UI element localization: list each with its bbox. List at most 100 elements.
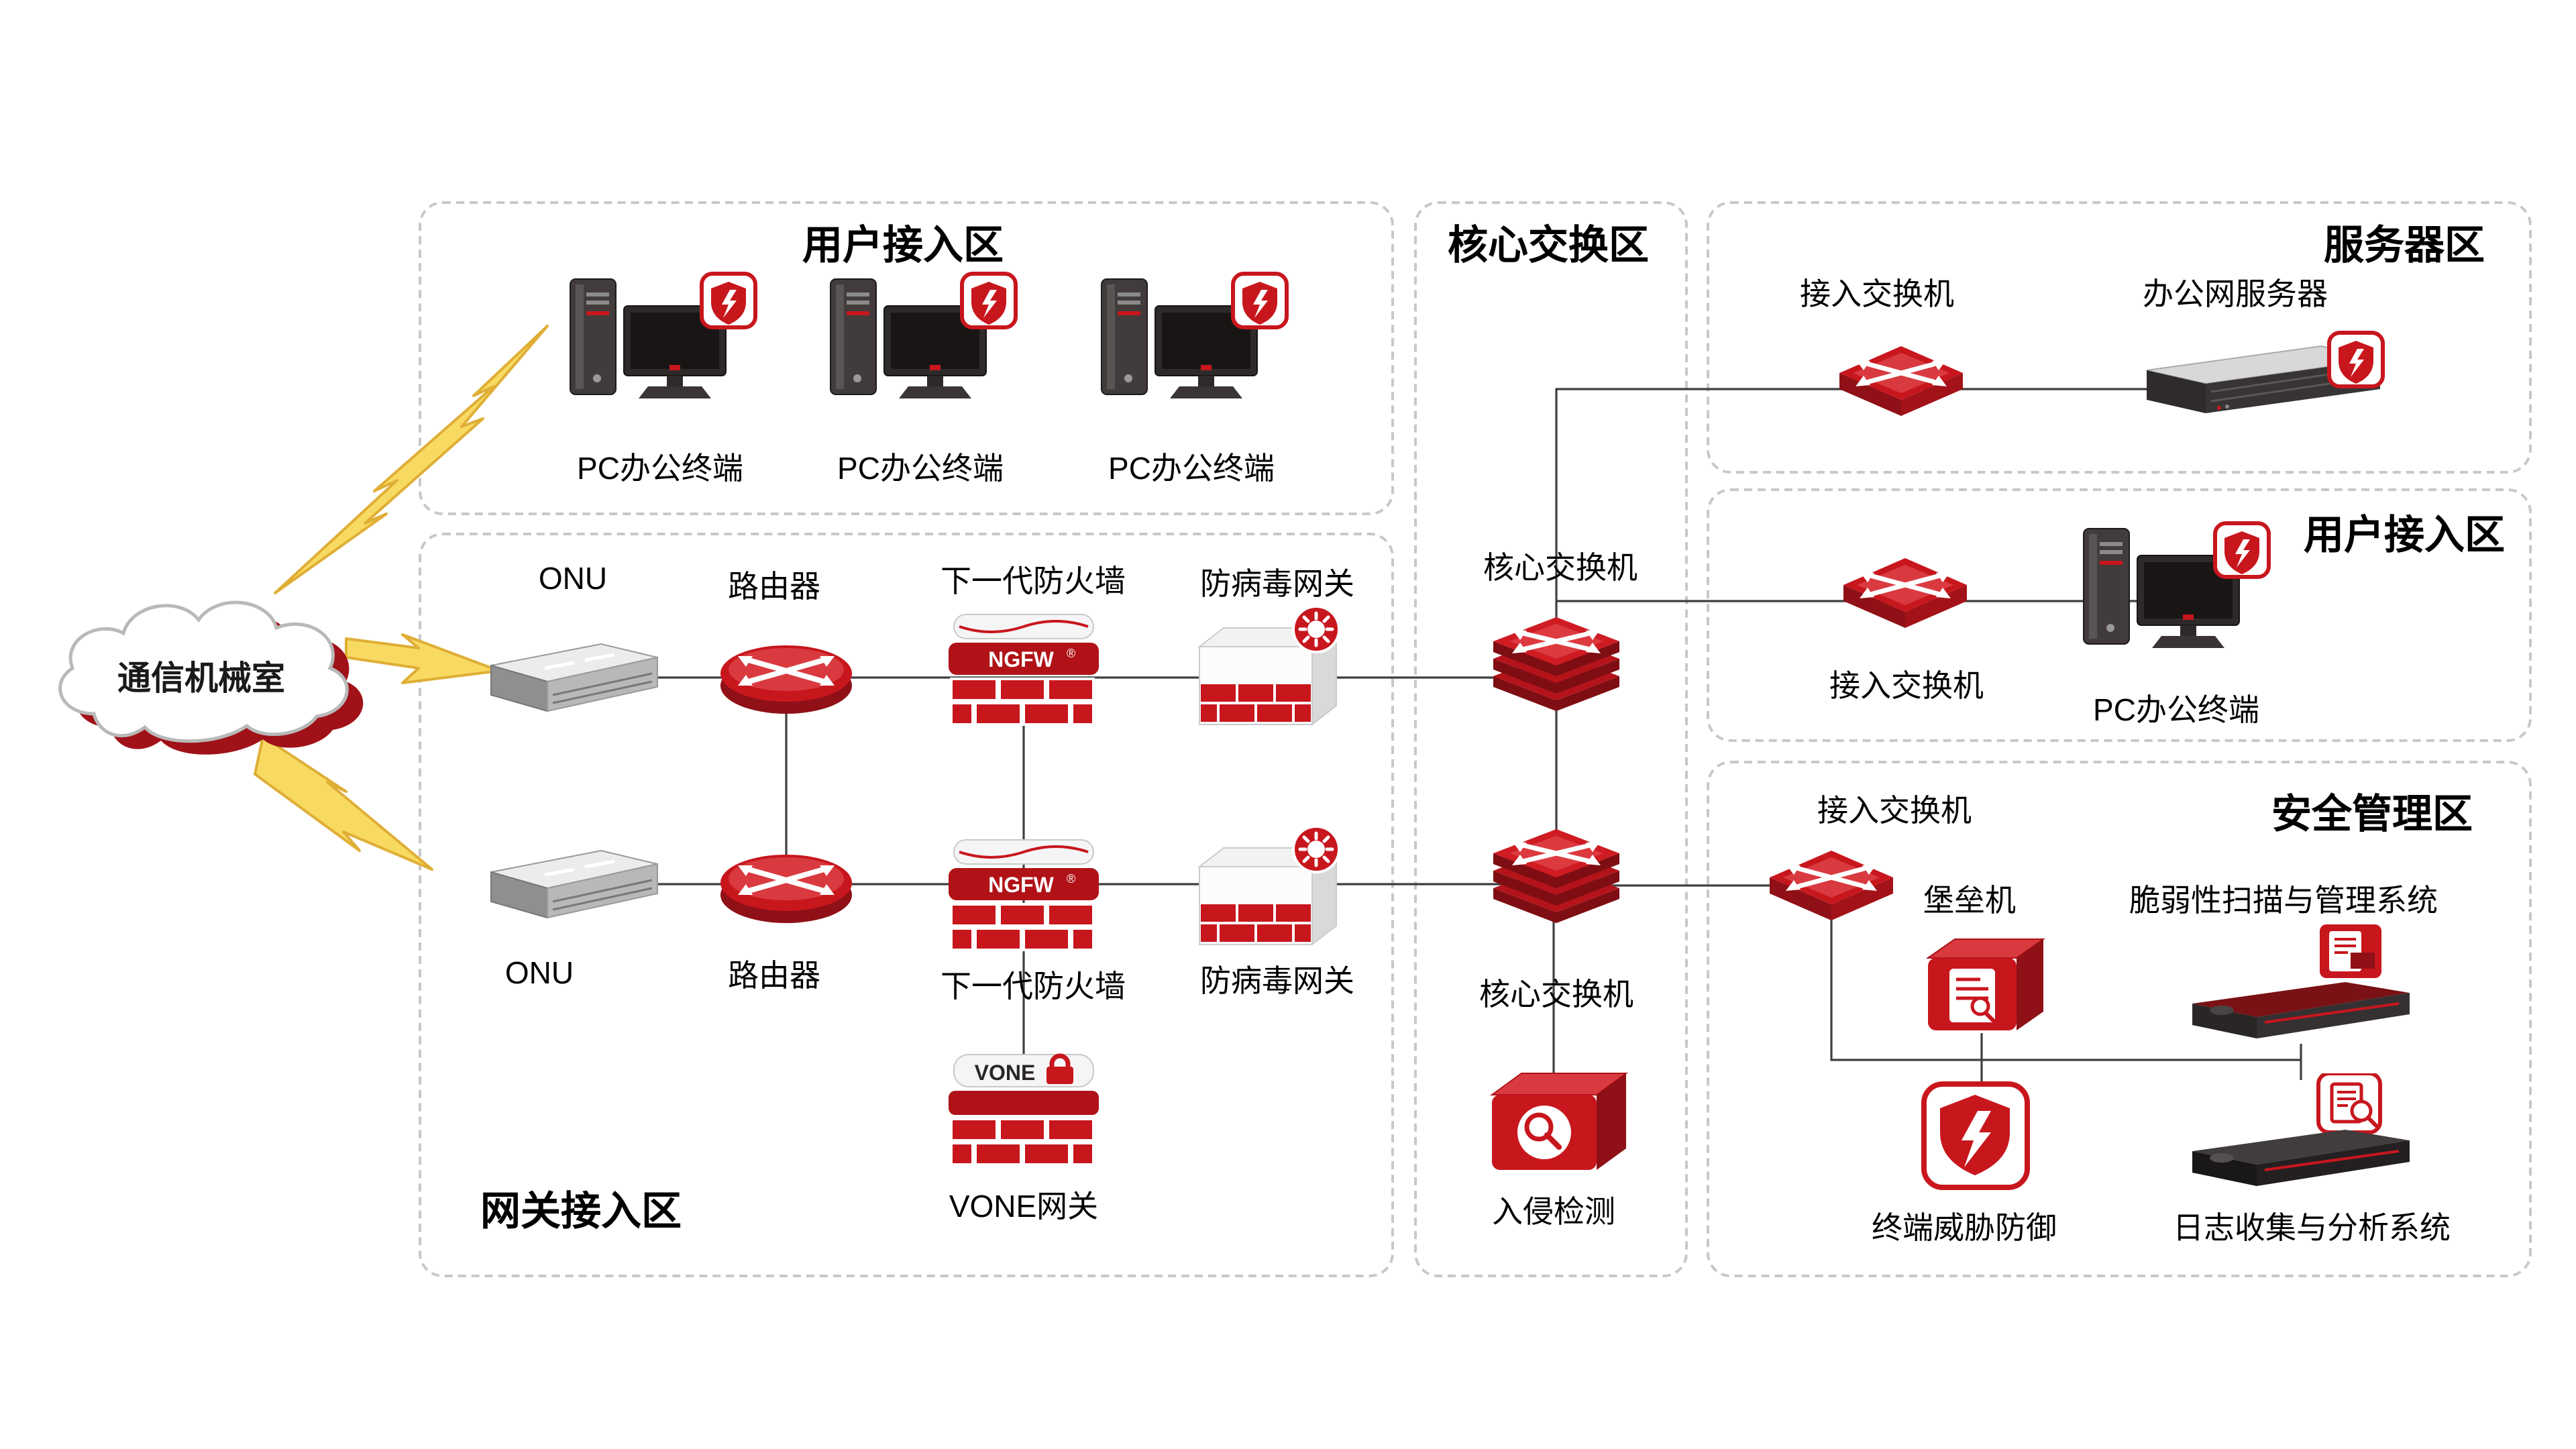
core-switch-icon <box>1493 617 1619 711</box>
user-zone-access-switch <box>1835 545 1976 649</box>
ngfw2-label: 下一代防火墙 <box>941 969 1126 1004</box>
title-security-mgmt: 安全管理区 <box>2271 793 2473 837</box>
cloud-label: 通信机械室 <box>117 659 285 697</box>
ngfw1-label: 下一代防火墙 <box>941 564 1126 598</box>
shield-icon <box>960 272 1018 329</box>
antivirus-gateway-2 <box>1186 821 1347 953</box>
office-network-server <box>2133 330 2388 437</box>
onu-device-2 <box>483 843 664 926</box>
user-zone-pc-label: PC办公终端 <box>2093 692 2259 727</box>
pc-terminal-1 <box>559 271 761 429</box>
onu2-label: ONU <box>504 955 574 990</box>
log-analysis-system <box>2184 1073 2419 1194</box>
log-magnifier-badge <box>2316 1073 2382 1134</box>
lightning-bolt-bottom <box>254 735 433 871</box>
shield-icon <box>700 272 757 329</box>
document-icon <box>1949 969 1996 1023</box>
pc-icon <box>570 272 757 398</box>
endpoint-defense-label: 终端威胁防御 <box>1872 1210 2057 1245</box>
pc-icon <box>2083 521 2271 648</box>
antivirus-gateway-icon <box>1197 825 1340 947</box>
zone-user-access-right <box>1707 488 2532 742</box>
vulnerability-scanner <box>2184 920 2419 1048</box>
server-icon <box>2146 331 2385 413</box>
ngfw-device-2: NGFW ® <box>943 832 1104 955</box>
ngfw-icon: NGFW ® <box>949 839 1099 951</box>
onu-icon <box>490 849 658 919</box>
router-device-2 <box>716 840 857 926</box>
ids-label: 入侵检测 <box>1492 1194 1615 1229</box>
onu1-label: ONU <box>538 561 608 596</box>
pc-terminal-3 <box>1091 271 1292 429</box>
pc3-label: PC办公终端 <box>1108 451 1275 486</box>
vone-device-text: VONE <box>975 1061 1036 1085</box>
pc1-label: PC办公终端 <box>577 451 743 486</box>
security-zone-access-switch <box>1762 837 1902 942</box>
ngfw-device-1: NGFW ® <box>943 606 1104 730</box>
log-system-label: 日志收集与分析系统 <box>2173 1210 2451 1245</box>
shield-icon <box>2327 331 2385 388</box>
shield-icon <box>1231 272 1289 329</box>
lightning-bolt-middle <box>345 633 500 684</box>
core-switch-2 <box>1483 816 1630 939</box>
zone-gateway-access <box>419 533 1394 1277</box>
virus-icon <box>1292 825 1340 873</box>
lightning-bolt-top <box>274 325 549 594</box>
core-switch-1 <box>1483 604 1630 727</box>
onu-icon <box>490 643 658 712</box>
lightning-bolts <box>254 325 549 871</box>
registered-mark: ® <box>1067 872 1075 885</box>
zone-security-mgmt <box>1707 761 2532 1277</box>
core-switch1-label: 核心交换机 <box>1483 550 1638 585</box>
internet-cloud: 通信机械室 <box>58 600 364 755</box>
antivirus-gateway-1 <box>1186 601 1347 733</box>
server-zone-access-switch <box>1831 333 1972 437</box>
title-user-access-right: 用户接入区 <box>2304 514 2505 558</box>
endpoint-threat-defense <box>1919 1079 2033 1193</box>
vone-gateway-icon: VONE <box>949 1053 1099 1166</box>
endpoint-defense-shield-icon <box>1921 1081 2030 1190</box>
title-server-zone: 服务器区 <box>2324 224 2485 268</box>
antivirus-gateway-icon <box>1197 605 1340 727</box>
pc-terminal-2 <box>820 271 1021 429</box>
pc2-label: PC办公终端 <box>837 451 1004 486</box>
registered-mark: ® <box>1067 647 1075 660</box>
intrusion-detection-icon <box>1489 1073 1629 1170</box>
security-switch-label: 接入交换机 <box>1817 793 1972 828</box>
access-switch-icon <box>1839 346 1963 416</box>
server-zone-switch-label: 接入交换机 <box>1800 276 1954 311</box>
pc-icon <box>1101 272 1289 398</box>
lock-icon <box>1046 1053 1073 1084</box>
router-device-1 <box>716 631 857 716</box>
office-server-label: 办公网服务器 <box>2143 276 2328 311</box>
title-user-access-top: 用户接入区 <box>802 224 1004 268</box>
zone-core-switching <box>1414 201 1688 1277</box>
avgw1-label: 防病毒网关 <box>1200 566 1354 601</box>
title-gateway-access: 网关接入区 <box>480 1190 682 1234</box>
zone-user-access-top <box>419 201 1394 515</box>
ngfw-icon: NGFW ® <box>949 614 1099 726</box>
vulnerability-scanner-icon <box>2192 922 2410 1038</box>
user-zone-pc-terminal <box>2073 521 2274 679</box>
magnifier-icon <box>1517 1106 1571 1159</box>
onu-device-1 <box>483 636 664 719</box>
router2-label: 路由器 <box>728 958 820 993</box>
zone-server <box>1707 201 2532 474</box>
vone-label: VONE网关 <box>949 1189 1099 1224</box>
ngfw-device-text: NGFW <box>988 873 1055 897</box>
virus-icon <box>1292 605 1340 653</box>
access-switch-icon <box>1843 558 1967 628</box>
router1-label: 路由器 <box>728 569 820 604</box>
shield-icon <box>2213 521 2271 579</box>
access-switch-icon <box>1770 851 1893 920</box>
bastion-icon <box>1925 938 2046 1030</box>
log-analysis-icon <box>2192 1073 2410 1186</box>
ngfw-device-text: NGFW <box>988 647 1055 672</box>
title-core-switching: 核心交换区 <box>1448 224 1649 268</box>
router-icon <box>720 855 852 923</box>
scan-report-badge <box>2317 922 2384 981</box>
vuln-scan-label: 脆弱性扫描与管理系统 <box>2129 883 2438 918</box>
vone-gateway: VONE <box>943 1049 1104 1173</box>
intrusion-detection-device <box>1476 1063 1630 1181</box>
